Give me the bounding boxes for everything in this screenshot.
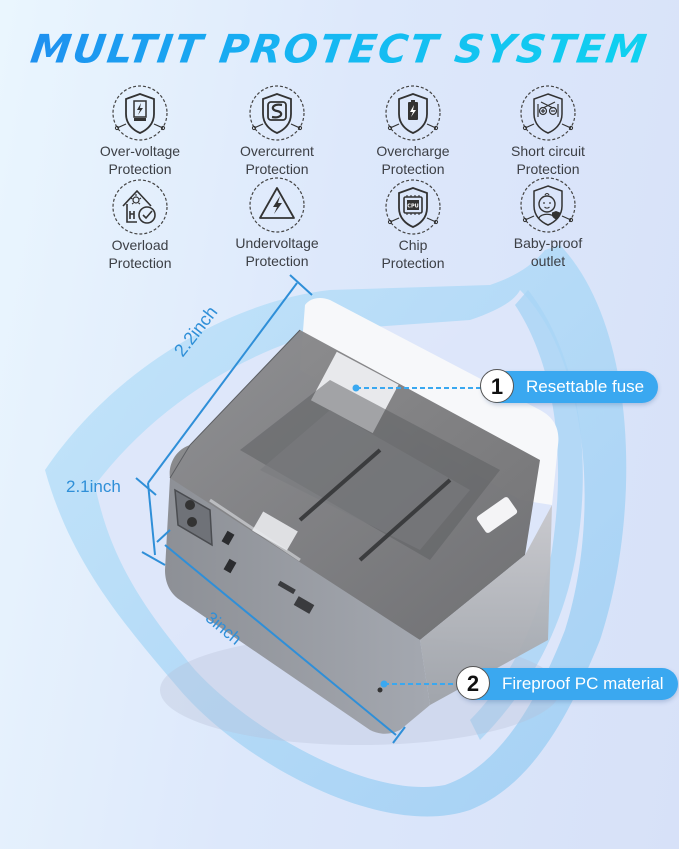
svg-text:CPU: CPU (407, 204, 418, 210)
feature-label-line1: Baby-proof (513, 235, 583, 251)
callout-label: Resettable fuse (526, 377, 645, 396)
short-circuit-shield-icon (519, 84, 577, 142)
feature-chip: CPU Chip Protection (343, 178, 483, 272)
dimension-height-label: 2.1inch (66, 477, 121, 496)
feature-baby-proof: Baby-proof outlet (478, 176, 618, 270)
feature-label-line2: Protection (245, 161, 309, 177)
feature-label-line2: Protection (516, 161, 580, 177)
feature-label-line1: Overcharge (376, 143, 450, 159)
callout-fireproof-pc: 2 Fireproof PC material (456, 666, 678, 700)
over-voltage-shield-icon (111, 84, 169, 142)
feature-label-line2: Protection (245, 253, 309, 269)
feature-overcurrent: Overcurrent Protection (207, 84, 347, 178)
feature-label-line2: Protection (108, 255, 172, 271)
feature-short-circuit: Short circuit Protection (478, 84, 618, 178)
feature-label-line1: Undervoltage (235, 235, 319, 251)
feature-label-line1: Short circuit (511, 143, 585, 159)
callout-number-badge: 1 (480, 369, 514, 403)
feature-label-line1: Overcurrent (240, 143, 314, 159)
chip-cpu-shield-icon: CPU (384, 178, 442, 236)
feature-overcharge: Overcharge Protection (343, 84, 483, 178)
undervoltage-warning-bolt-icon (248, 176, 306, 234)
overcharge-battery-shield-icon (384, 84, 442, 142)
overload-house-check-icon (111, 178, 169, 236)
callout-label: Fireproof PC material (502, 674, 664, 693)
baby-face-shield-icon (519, 176, 577, 234)
overcurrent-shield-icon (248, 84, 306, 142)
feature-overload: Overload Protection (70, 178, 210, 272)
callout-resettable-fuse: 1 Resettable fuse (480, 369, 659, 403)
feature-label-line1: Chip (398, 237, 428, 253)
feature-over-voltage: Over-voltage Protection (70, 84, 210, 178)
feature-label-line1: Overload (111, 237, 169, 253)
feature-undervoltage: Undervoltage Protection (207, 176, 347, 270)
callout-number-badge: 2 (456, 666, 490, 700)
feature-label-line2: Protection (108, 161, 172, 177)
feature-label-line2: Protection (381, 255, 445, 271)
feature-label-line1: Over-voltage (99, 143, 181, 159)
feature-label-line2: Protection (381, 161, 445, 177)
feature-label-line2: outlet (530, 253, 566, 269)
